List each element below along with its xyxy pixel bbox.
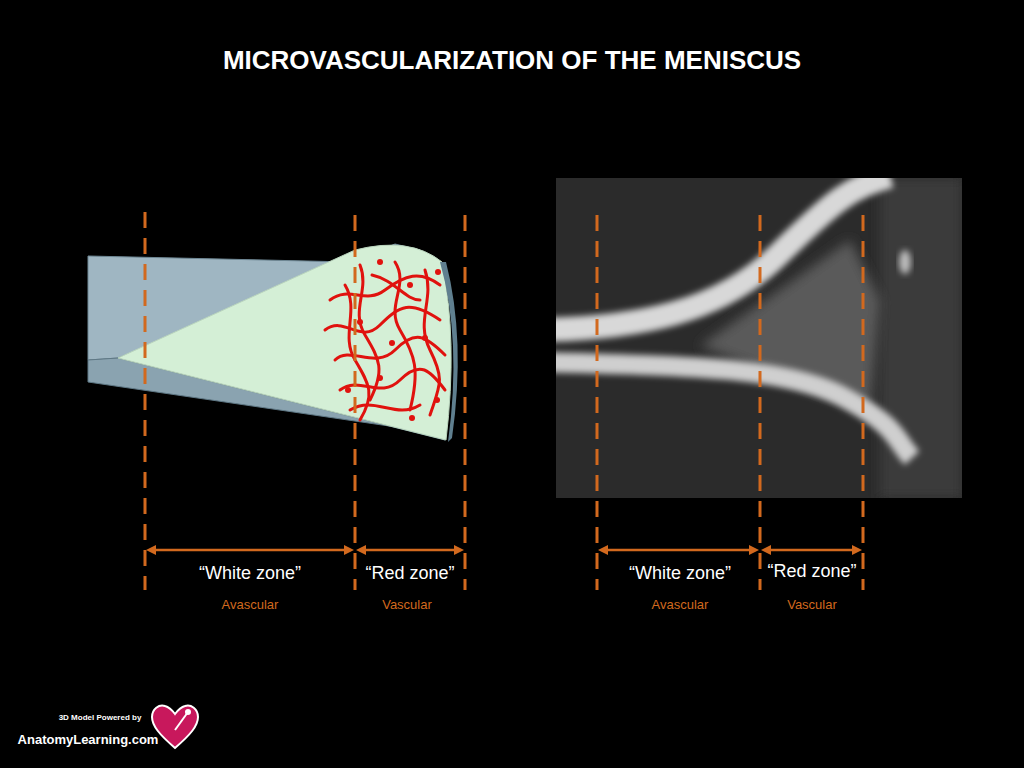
meniscus-model [88, 244, 458, 442]
zone-sublabel: Vascular [382, 598, 432, 613]
zone-label: “White zone” [629, 563, 731, 584]
zone-arrow [146, 545, 862, 555]
zone-sublabel: Vascular [787, 598, 837, 613]
zone-label: “Red zone” [365, 563, 454, 584]
zone-label: “Red zone” [767, 561, 856, 582]
logo-heart [152, 706, 198, 748]
zone-boundary [145, 212, 863, 590]
zone-sublabel: Avascular [652, 598, 709, 613]
vessel-dots [345, 259, 441, 421]
title: MICROVASCULARIZATION OF THE MENISCUS [223, 46, 801, 76]
zone-label: “White zone” [199, 563, 301, 584]
logo-text: AnatomyLearning.com [18, 733, 159, 748]
logo-caption: 3D Model Powered by [59, 713, 142, 722]
vessel-network [325, 262, 445, 420]
zone-sublabel: Avascular [222, 598, 279, 613]
